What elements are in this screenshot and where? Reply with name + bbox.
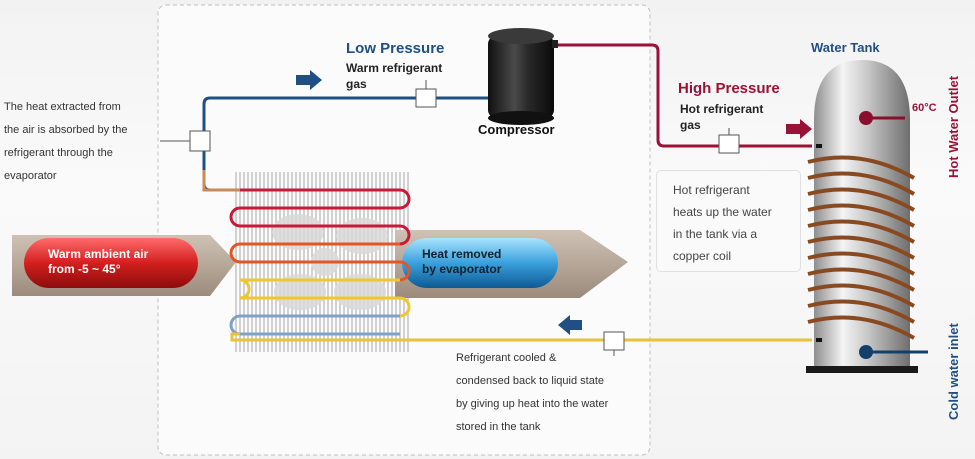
condense-note-line-1: Refrigerant cooled & [456,352,557,364]
heat-removed-line-1: Heat removed [422,247,502,261]
coil-note-line-1: Hot refrigerant [673,183,750,197]
copper-coil-turn [807,267,915,292]
condense-note-line-3: by giving up heat into the water [456,398,609,410]
copper-coil-turn [807,187,915,212]
high-pressure-title: High Pressure [678,80,780,97]
evaporator-note-line-2: the air is absorbed by the [4,124,128,136]
water-tank-title: Water Tank [811,40,880,55]
evaporator-coil-orange [229,242,411,282]
coil-note-line-2: heats up the water [673,205,772,219]
low-pressure-sub-2: gas [346,77,367,91]
heat-removed-pill [402,238,558,288]
evaporator-outlet-pipe [202,170,240,192]
temperature-label: 60°C [912,102,937,114]
warm-air-line-1: Warm ambient air [48,247,149,261]
condense-note-line-4: stored in the tank [456,421,541,433]
evaporator-note-line-4: evaporator [4,170,57,182]
compressor-icon [488,28,558,125]
water-tank-icon [806,60,928,373]
high-pressure-flow-arrow [786,119,812,139]
heat-removed-line-2: by evaporator [422,262,502,276]
low-pressure-title: Low Pressure [346,40,445,57]
evaporator-note-line-3: refrigerant through the [4,147,113,159]
copper-coil-turn [807,203,915,228]
evaporator-coil-yellow [240,296,411,318]
evaporator-note-line-1: The heat extracted from [4,101,121,113]
copper-coil-turn [807,155,915,180]
hot-water-outlet-label: Hot Water Outlet [946,75,961,178]
warm-air-pill [24,238,198,288]
warm-air-line-2: from -5 ~ 45° [48,262,121,276]
compressor-label: Compressor [478,122,555,137]
liquid-return-pipe [230,332,812,342]
cold-water-inlet-label: Cold water inlet [946,323,961,420]
low-pressure-sub-1: Warm refrigerant [346,61,443,75]
copper-coil-turn [807,219,915,244]
copper-coil-turn [807,299,915,324]
copper-coil-turn [807,283,915,308]
copper-coil-turn [807,235,915,260]
evaporator-coil-yellow-2 [239,278,400,300]
coil-note: Hot refrigerant heats up the water in th… [656,170,801,272]
high-pressure-sub-2: gas [680,118,701,132]
copper-coil-turn [807,251,915,276]
liquid-flow-arrow [558,315,582,335]
evaporator-coil-red [229,188,411,246]
copper-coil-turn [807,171,915,196]
low-pressure-flow-arrow [296,70,322,90]
copper-coil-turn [807,315,915,340]
high-pressure-pipe [552,43,812,148]
high-pressure-sub-1: Hot refrigerant [680,102,764,116]
coil-note-line-4: copper coil [673,249,732,263]
coil-note-line-3: in the tank via a [673,227,758,241]
condense-note-line-2: condensed back to liquid state [456,375,604,387]
